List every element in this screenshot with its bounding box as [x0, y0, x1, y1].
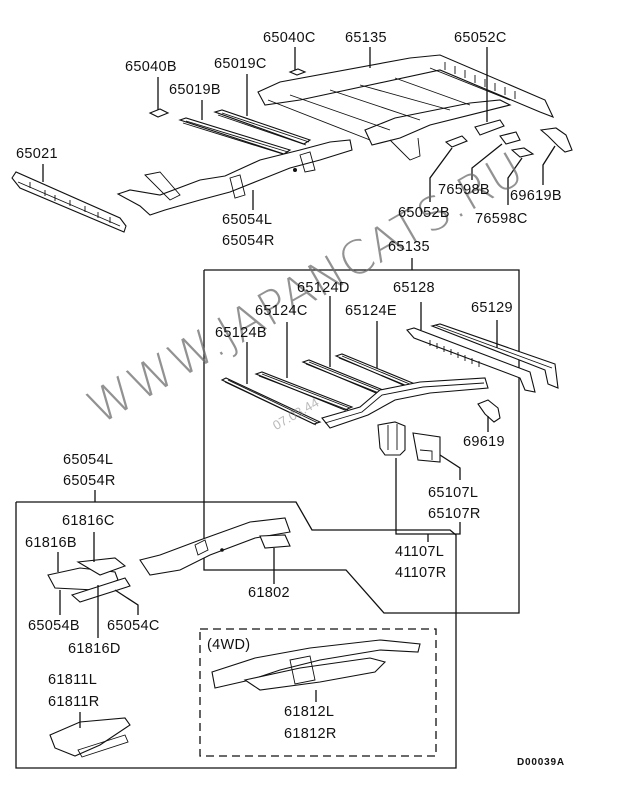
part-65129-drawing[interactable] — [430, 323, 559, 389]
part-65052B-drawing[interactable] — [444, 135, 468, 148]
label-61816D[interactable]: 61816D — [68, 641, 121, 657]
label-65054B[interactable]: 65054B — [28, 618, 80, 634]
label-65135-box[interactable]: 65135 — [388, 239, 430, 255]
label-65135-top[interactable]: 65135 — [345, 30, 387, 46]
label-65054L-top[interactable]: 65054L — [222, 212, 273, 228]
label-65040B[interactable]: 65040B — [125, 59, 177, 75]
label-69619B[interactable]: 69619B — [510, 188, 562, 204]
part-65124B-drawing[interactable] — [220, 377, 322, 426]
label-76598C[interactable]: 76598C — [475, 211, 528, 227]
part-65054-side-frame-drawing[interactable] — [139, 517, 291, 576]
label-65040C[interactable]: 65040C — [263, 30, 316, 46]
leader-65107 — [439, 454, 461, 480]
label-65124C[interactable]: 65124C — [255, 303, 308, 319]
label-65019B[interactable]: 65019B — [169, 82, 221, 98]
part-65019B-drawing[interactable] — [178, 117, 292, 156]
label-65107R[interactable]: 65107R — [428, 506, 481, 522]
part-65021-drawing[interactable] — [11, 171, 127, 233]
label-65019C[interactable]: 65019C — [214, 56, 267, 72]
part-65135-crossmember-drawing[interactable] — [321, 377, 489, 429]
label-61816B[interactable]: 61816B — [25, 535, 77, 551]
label-65052C[interactable]: 65052C — [454, 30, 507, 46]
label-65124B[interactable]: 65124B — [215, 325, 267, 341]
group-box-65054 — [15, 501, 457, 769]
leader-65052B — [429, 147, 453, 202]
label-65054R-box[interactable]: 65054R — [63, 473, 116, 489]
part-65135-frame-drawing[interactable] — [257, 54, 555, 161]
part-65054-frame-drawing[interactable] — [116, 139, 353, 216]
diagram-code: D00039A — [517, 757, 565, 768]
group-box-4wd — [199, 628, 437, 757]
label-4wd: (4WD) — [207, 637, 251, 653]
label-41107R[interactable]: 41107R — [395, 565, 447, 581]
label-61816C[interactable]: 61816C — [62, 513, 115, 529]
part-61811-drawing[interactable] — [49, 717, 131, 758]
part-69619B-drawing[interactable] — [539, 127, 573, 153]
label-41107L[interactable]: 41107L — [395, 544, 445, 560]
part-65128-drawing[interactable] — [406, 327, 536, 393]
part-65052C-drawing[interactable] — [474, 119, 505, 136]
part-76598B-drawing[interactable] — [499, 131, 521, 145]
label-65107L[interactable]: 65107L — [428, 485, 479, 501]
part-65124C-drawing[interactable] — [254, 371, 354, 411]
label-65124E[interactable]: 65124E — [345, 303, 397, 319]
part-65040C-drawing[interactable] — [288, 68, 307, 76]
label-65124D[interactable]: 65124D — [297, 280, 350, 296]
leader-76598B — [471, 143, 503, 180]
label-76598B[interactable]: 76598B — [438, 182, 490, 198]
label-65052B[interactable]: 65052B — [398, 205, 450, 221]
part-61812-drawing[interactable] — [211, 639, 421, 691]
leader-69619B — [542, 145, 556, 185]
label-65128[interactable]: 65128 — [393, 280, 435, 296]
part-65040B-drawing[interactable] — [148, 108, 170, 118]
part-41107-drawing[interactable] — [377, 421, 406, 456]
label-65054C[interactable]: 65054C — [107, 618, 160, 634]
label-61811R[interactable]: 61811R — [48, 694, 100, 710]
group-box-65135 — [203, 269, 520, 614]
leader-65054C — [114, 589, 139, 615]
label-61812L[interactable]: 61812L — [284, 704, 335, 720]
part-69619-drawing[interactable] — [477, 399, 501, 423]
label-65021[interactable]: 65021 — [16, 146, 58, 162]
part-61816-assembly-drawing[interactable] — [47, 557, 131, 603]
label-61802[interactable]: 61802 — [248, 585, 290, 601]
label-69619[interactable]: 69619 — [463, 434, 505, 450]
part-65019C-drawing[interactable] — [213, 109, 312, 146]
label-65129[interactable]: 65129 — [471, 300, 513, 316]
leader-76598C — [507, 157, 523, 205]
label-61811L[interactable]: 61811L — [48, 672, 98, 688]
part-65107-drawing[interactable] — [412, 432, 441, 463]
part-65124E-drawing[interactable] — [334, 353, 417, 388]
label-65054L-box[interactable]: 65054L — [63, 452, 114, 468]
label-65054R-top[interactable]: 65054R — [222, 233, 275, 249]
label-61812R[interactable]: 61812R — [284, 726, 337, 742]
part-76598C-drawing[interactable] — [510, 147, 535, 158]
part-65124D-drawing[interactable] — [301, 359, 390, 396]
